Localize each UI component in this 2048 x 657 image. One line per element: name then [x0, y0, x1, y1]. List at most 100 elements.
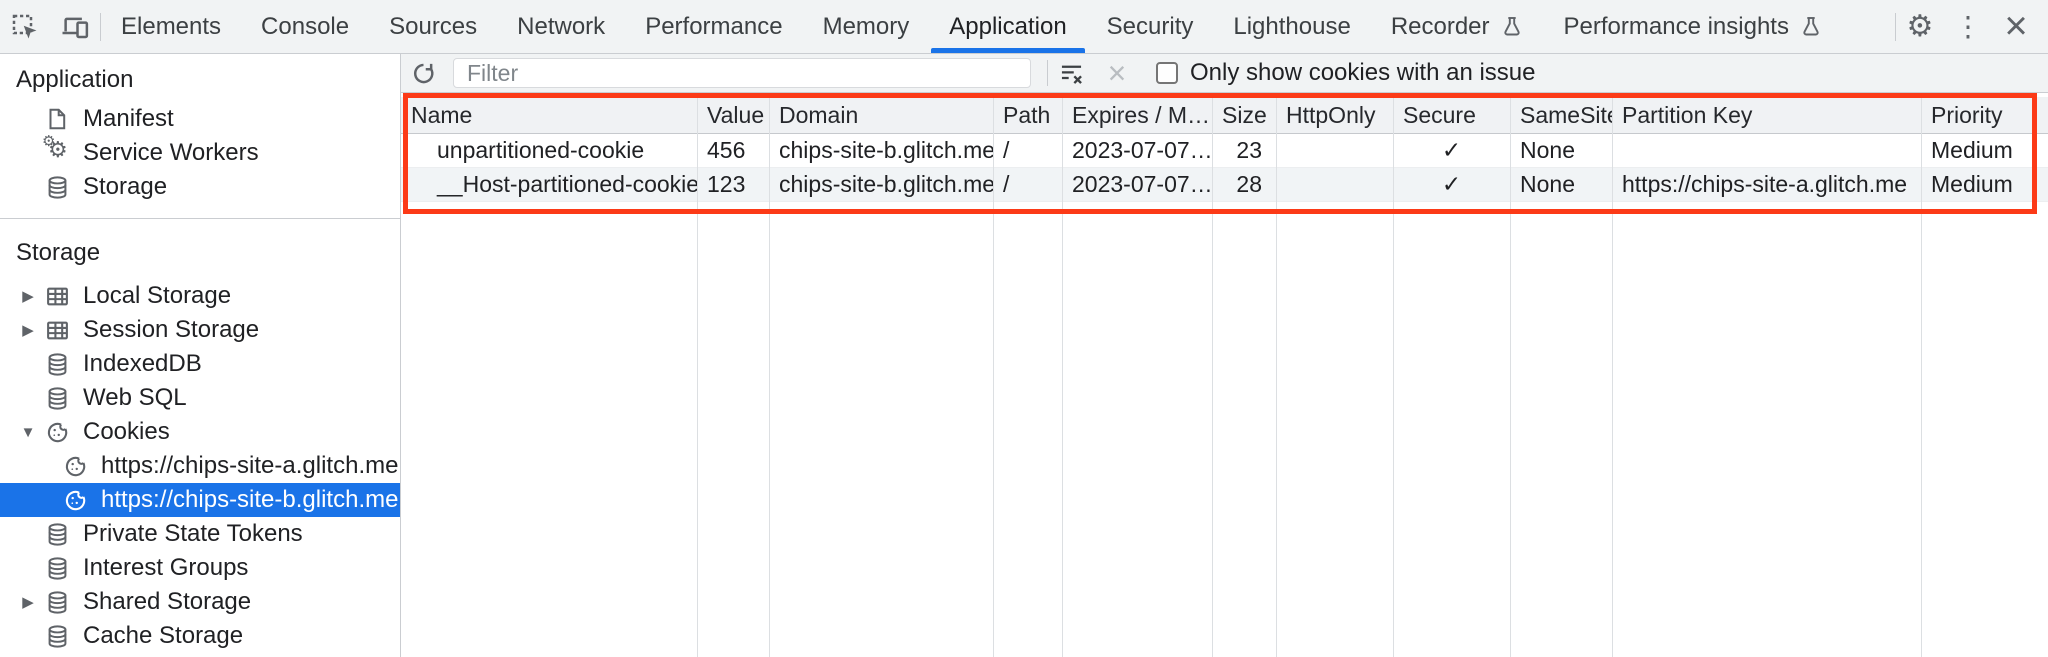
column-header-path[interactable]: Path	[1003, 101, 1051, 128]
sidebar-item-cookie-chips-site-a[interactable]: https://chips-site-a.glitch.me	[0, 449, 400, 483]
tab-recorder[interactable]: Recorder	[1371, 0, 1544, 53]
tab-security[interactable]: Security	[1106, 12, 1194, 40]
sidebar-item-shared-storage[interactable]: ▶ Shared Storage	[0, 585, 400, 619]
cell-expires: 2023-07-07…	[1072, 171, 1212, 197]
column-header-value[interactable]: Value	[707, 101, 765, 128]
sidebar-item-private-state-tokens[interactable]: Private State Tokens	[0, 517, 400, 551]
refresh-button[interactable]	[401, 54, 445, 92]
cookie-icon	[62, 453, 88, 479]
tab-network[interactable]: Network	[517, 12, 606, 40]
tab-application[interactable]: Application	[929, 0, 1086, 53]
cell-value: 456	[707, 137, 746, 163]
column-header-name[interactable]: Name	[411, 101, 473, 128]
refresh-icon	[410, 60, 437, 87]
close-devtools-button[interactable]: ×	[1992, 0, 2040, 53]
cell-partition-key: https://chips-site-a.glitch.me	[1622, 171, 1908, 197]
column-divider	[697, 97, 698, 657]
only-issues-label: Only show cookies with an issue	[1190, 59, 1536, 86]
chevron-down-icon[interactable]: ▼	[20, 423, 36, 441]
column-header-size[interactable]: Size	[1222, 101, 1267, 128]
sidebar-section-divider	[0, 218, 400, 219]
database-icon	[44, 623, 70, 649]
tab-performance-insights[interactable]: Performance insights	[1544, 0, 1843, 53]
column-header-httponly[interactable]: HttpOnly	[1286, 101, 1376, 128]
sidebar-section-application: Application	[16, 66, 134, 93]
tab-performance[interactable]: Performance	[645, 12, 783, 40]
devtools-tabbar: Elements Console Sources Network Perform…	[0, 0, 2048, 54]
filter-input[interactable]	[453, 58, 1031, 88]
sidebar-item-cookies[interactable]: ▼ Cookies	[20, 418, 170, 445]
database-icon	[44, 589, 70, 615]
more-options-button[interactable]: ⋮	[1944, 0, 1992, 53]
table-header-row: Name Value Domain Path Expires / M… Size…	[401, 97, 2048, 134]
gear-icon: ⚙	[1906, 10, 1934, 43]
cell-secure-checkmark: ✓	[1441, 171, 1462, 197]
sidebar-item-service-workers[interactable]: ⚙⚙ Service Workers	[42, 133, 259, 166]
column-header-secure[interactable]: Secure	[1403, 101, 1476, 128]
cell-secure-checkmark: ✓	[1441, 137, 1462, 163]
database-icon	[44, 555, 70, 581]
sidebar-item-indexeddb[interactable]: IndexedDB	[0, 347, 400, 381]
tab-sources[interactable]: Sources	[389, 12, 478, 40]
tab-memory[interactable]: Memory	[822, 12, 910, 40]
cookie-icon	[44, 419, 70, 445]
sidebar-item-session-storage[interactable]: ▶ Session Storage	[0, 313, 400, 347]
column-header-priority[interactable]: Priority	[1931, 101, 2003, 128]
sidebar-section-storage: Storage	[16, 239, 101, 266]
sidebar-item-storage[interactable]: Storage	[0, 170, 400, 204]
toolbar-divider	[1047, 60, 1048, 86]
toggle-device-toolbar-button[interactable]	[50, 0, 100, 53]
column-header-domain[interactable]: Domain	[779, 101, 859, 128]
tabbar-right-controls: ⚙ ⋮ ×	[1895, 0, 2048, 53]
column-divider	[1612, 97, 1613, 657]
sidebar-item-web-sql[interactable]: Web SQL	[0, 381, 400, 415]
sidebar-item-manifest[interactable]: Manifest	[0, 102, 400, 136]
column-divider	[769, 97, 770, 657]
column-divider	[1276, 97, 1277, 657]
cell-samesite: None	[1520, 137, 1575, 163]
column-header-samesite[interactable]: SameSite	[1520, 101, 1612, 128]
database-icon	[44, 521, 70, 547]
toolbar-divider	[100, 12, 101, 41]
cookie-icon	[62, 487, 88, 513]
cell-size: 28	[1236, 171, 1262, 197]
table-icon	[44, 283, 70, 309]
cookie-row-host-partitioned[interactable]: __Host-partitioned-cookie 123 chips-site…	[401, 168, 2048, 202]
database-icon	[44, 385, 70, 411]
delete-cookie-button[interactable]: ×	[1094, 54, 1140, 92]
cell-name: __Host-partitioned-cookie	[437, 171, 697, 197]
chevron-right-icon[interactable]: ▶	[22, 288, 34, 305]
cell-priority: Medium	[1931, 137, 2013, 163]
cell-name: unpartitioned-cookie	[437, 137, 645, 163]
sidebar-item-local-storage[interactable]: ▶ Local Storage	[0, 279, 400, 313]
column-divider	[993, 97, 994, 657]
cell-size: 23	[1236, 137, 1262, 163]
only-issues-checkbox[interactable]	[1156, 62, 1178, 84]
chevron-right-icon[interactable]: ▶	[22, 594, 34, 611]
cookies-toolbar: × Only show cookies with an issue	[401, 54, 2048, 93]
kebab-menu-icon: ⋮	[1954, 11, 1982, 42]
clear-filter-button[interactable]	[1048, 54, 1094, 92]
column-header-expires[interactable]: Expires / M…	[1072, 101, 1211, 128]
cell-path: /	[1003, 171, 1010, 197]
tab-console[interactable]: Console	[261, 12, 350, 40]
sidebar-item-cache-storage[interactable]: Cache Storage	[0, 619, 400, 653]
tab-elements[interactable]: Elements	[121, 12, 222, 40]
column-header-partition-key[interactable]: Partition Key	[1622, 101, 1753, 128]
sidebar-item-interest-groups[interactable]: Interest Groups	[0, 551, 400, 585]
tab-lighthouse[interactable]: Lighthouse	[1233, 12, 1351, 40]
table-icon	[44, 317, 70, 343]
cell-path: /	[1003, 137, 1010, 163]
cookie-row-unpartitioned[interactable]: unpartitioned-cookie 456 chips-site-b.gl…	[401, 134, 2048, 168]
gears-icon: ⚙⚙	[42, 133, 68, 162]
settings-gear-button[interactable]: ⚙	[1896, 0, 1944, 53]
database-icon	[44, 174, 70, 200]
inspect-element-button[interactable]	[0, 0, 50, 53]
application-sidebar: Application Manifest ⚙⚙ Service Workers	[0, 54, 401, 657]
column-divider	[1212, 97, 1213, 657]
chevron-right-icon[interactable]: ▶	[22, 322, 34, 339]
sidebar-item-cookie-chips-site-b[interactable]: https://chips-site-b.glitch.me	[0, 483, 400, 517]
close-icon: ×	[2004, 4, 2028, 48]
device-toolbar-icon	[60, 12, 90, 42]
